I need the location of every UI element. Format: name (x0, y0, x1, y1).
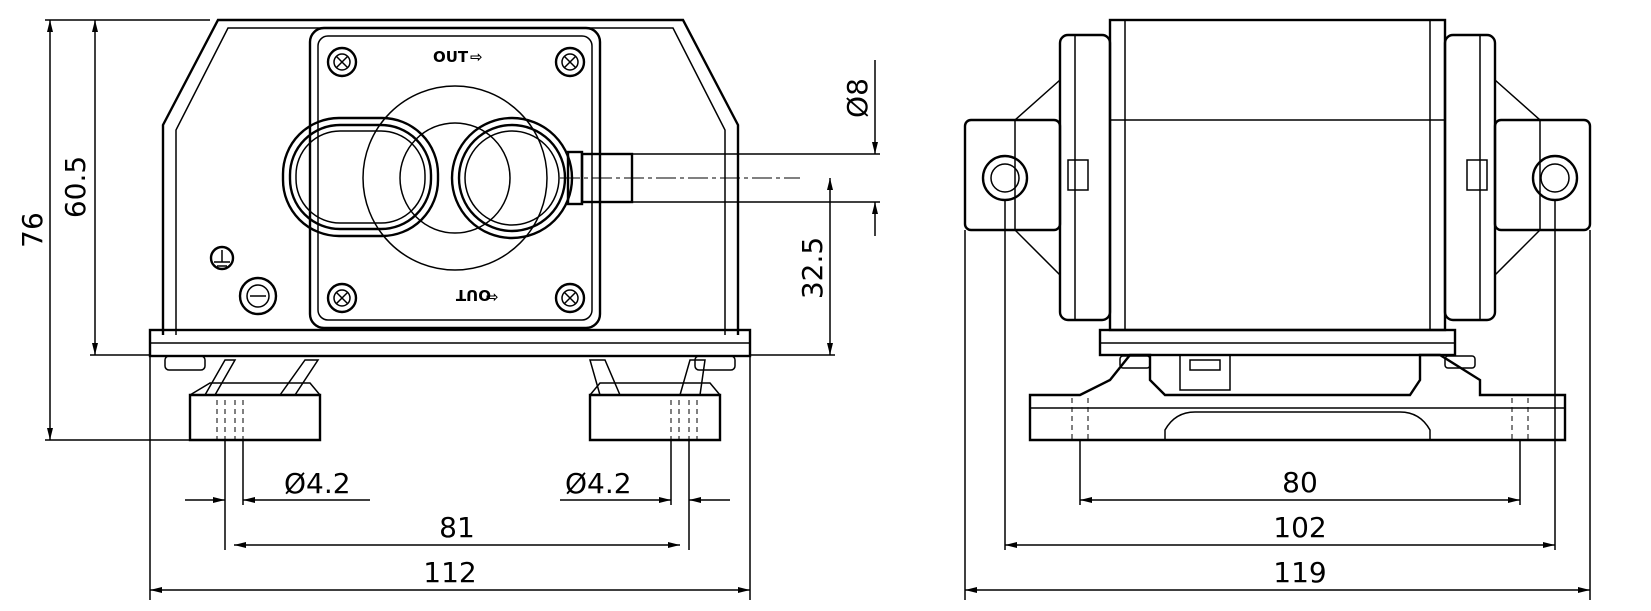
side-view: 80 102 119 (963, 18, 1592, 600)
dim-axis-height: 60.5 (59, 156, 92, 218)
dim-total-height: 76 (16, 212, 49, 248)
dim-mount-spacing: 102 (1273, 511, 1326, 544)
svg-text:⇨: ⇨ (470, 48, 483, 66)
cover-screw-icon (326, 46, 586, 314)
port-label-bottom: OUT (455, 286, 491, 304)
dim-outlet-height: 32.5 (796, 237, 829, 299)
dim-hole-spacing: 81 (439, 511, 475, 544)
dim-overall-width: 119 (1273, 556, 1326, 589)
connector-icon (1179, 354, 1231, 391)
front-view: OUT ⇨ OUT ⇨ 76 60.5 32.5 (16, 18, 880, 600)
svg-text:⇨: ⇨ (486, 288, 499, 306)
dim-hole-left: Ø4.2 (284, 467, 351, 500)
dim-hole-right: Ø4.2 (565, 467, 632, 500)
right-foot (588, 359, 722, 442)
dim-side-hole-spacing: 80 (1282, 466, 1318, 499)
mount-ear-right (1493, 118, 1592, 232)
left-foot (188, 359, 322, 442)
dim-outlet-diameter: Ø8 (841, 78, 874, 118)
port-label-top: OUT (433, 48, 469, 66)
dim-base-width: 112 (423, 556, 476, 589)
ground-symbol-icon (209, 245, 278, 316)
mount-ear-left (963, 118, 1062, 232)
